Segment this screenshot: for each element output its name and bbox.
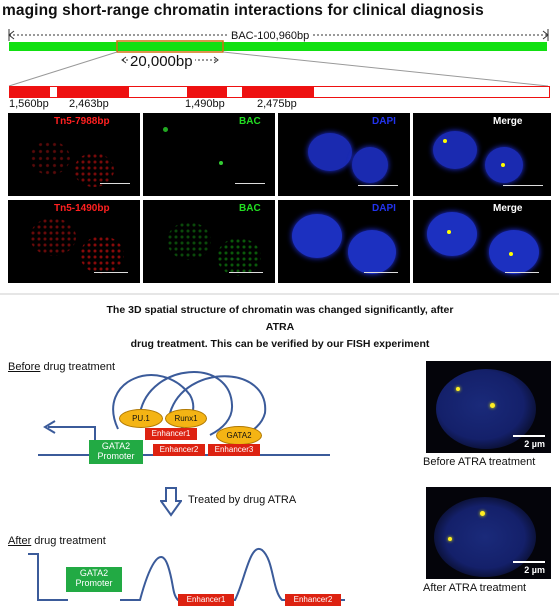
probe-label-row2: Tn5-1490bp [54,203,110,214]
micrograph-before-caption: Before ATRA treatment [423,456,536,468]
dapi-label-row1: DAPI [372,116,396,127]
before-enhancer2: Enhancer2 [153,444,205,456]
panel-probe-row1: Tn5-7988bp [8,113,140,196]
probe-label-row1: Tn5-7988bp [54,116,110,127]
scale-bar-after [513,561,545,563]
factor-runx1: Runx1 [165,409,207,428]
micrograph-after: 2 µm [426,487,551,579]
panel-probe-row2: Tn5-1490bp [8,200,140,283]
scale-label-after: 2 µm [524,565,545,575]
bac-label-row2: BAC [239,203,261,214]
merge-label-row1: Merge [493,116,523,127]
panel-merge-row1: Merge [413,113,551,196]
segment-label-3: 1,490bp [185,98,225,110]
page-title: maging short-range chromatin interaction… [2,2,484,19]
after-enhancer2: Enhancer2 [285,594,341,606]
experiment-caption: The 3D spatial structure of chromatin wa… [100,302,460,353]
zoom-lines [8,40,549,87]
segment-4 [242,87,314,97]
caption-line-2: drug treatment. This can be verified by … [130,338,430,350]
segment-3 [187,87,227,97]
segment-track [9,86,550,98]
treatment-label: Treated by drug ATRA [188,494,297,506]
after-gata2-promoter: GATA2 Promoter [66,567,122,592]
bac-length-label: BAC-100,960bp [228,30,313,42]
caption-line-1: The 3D spatial structure of chromatin wa… [106,304,454,333]
zoom-length-label: 20,000bp [128,53,195,70]
panel-dapi-row2: DAPI [278,200,410,283]
factor-pu1: PU.1 [119,409,163,428]
bac-bar [9,42,547,51]
after-heading: After drug treatment [8,535,106,547]
segment-1 [10,87,50,97]
merge-label-row2: Merge [493,203,523,214]
scale-bar-before [513,435,545,437]
segment-label-1: 1,560bp [9,98,49,110]
segment-2 [57,87,129,97]
bac-label-row1: BAC [239,116,261,127]
panel-bac-row1: BAC [143,113,275,196]
panel-bac-row2: BAC [143,200,275,283]
down-arrow-icon [160,487,182,517]
micrograph-before: 2 µm [426,361,551,453]
before-heading: Before drug treatment [8,361,116,373]
panel-dapi-row1: DAPI [278,113,410,196]
segment-label-2: 2,463bp [69,98,109,110]
factor-gata2: GATA2 [216,426,262,445]
before-gata2-promoter: GATA2 Promoter [89,440,143,464]
scale-label-before: 2 µm [524,439,545,449]
after-enhancer1: Enhancer1 [178,594,234,606]
segment-label-4: 2,475bp [257,98,297,110]
dapi-label-row2: DAPI [372,203,396,214]
before-enhancer1: Enhancer1 [145,428,197,440]
before-enhancer3: Enhancer3 [208,444,260,456]
panel-merge-row2: Merge [413,200,551,283]
micrograph-after-caption: After ATRA treatment [423,582,527,594]
section-divider [0,293,559,295]
